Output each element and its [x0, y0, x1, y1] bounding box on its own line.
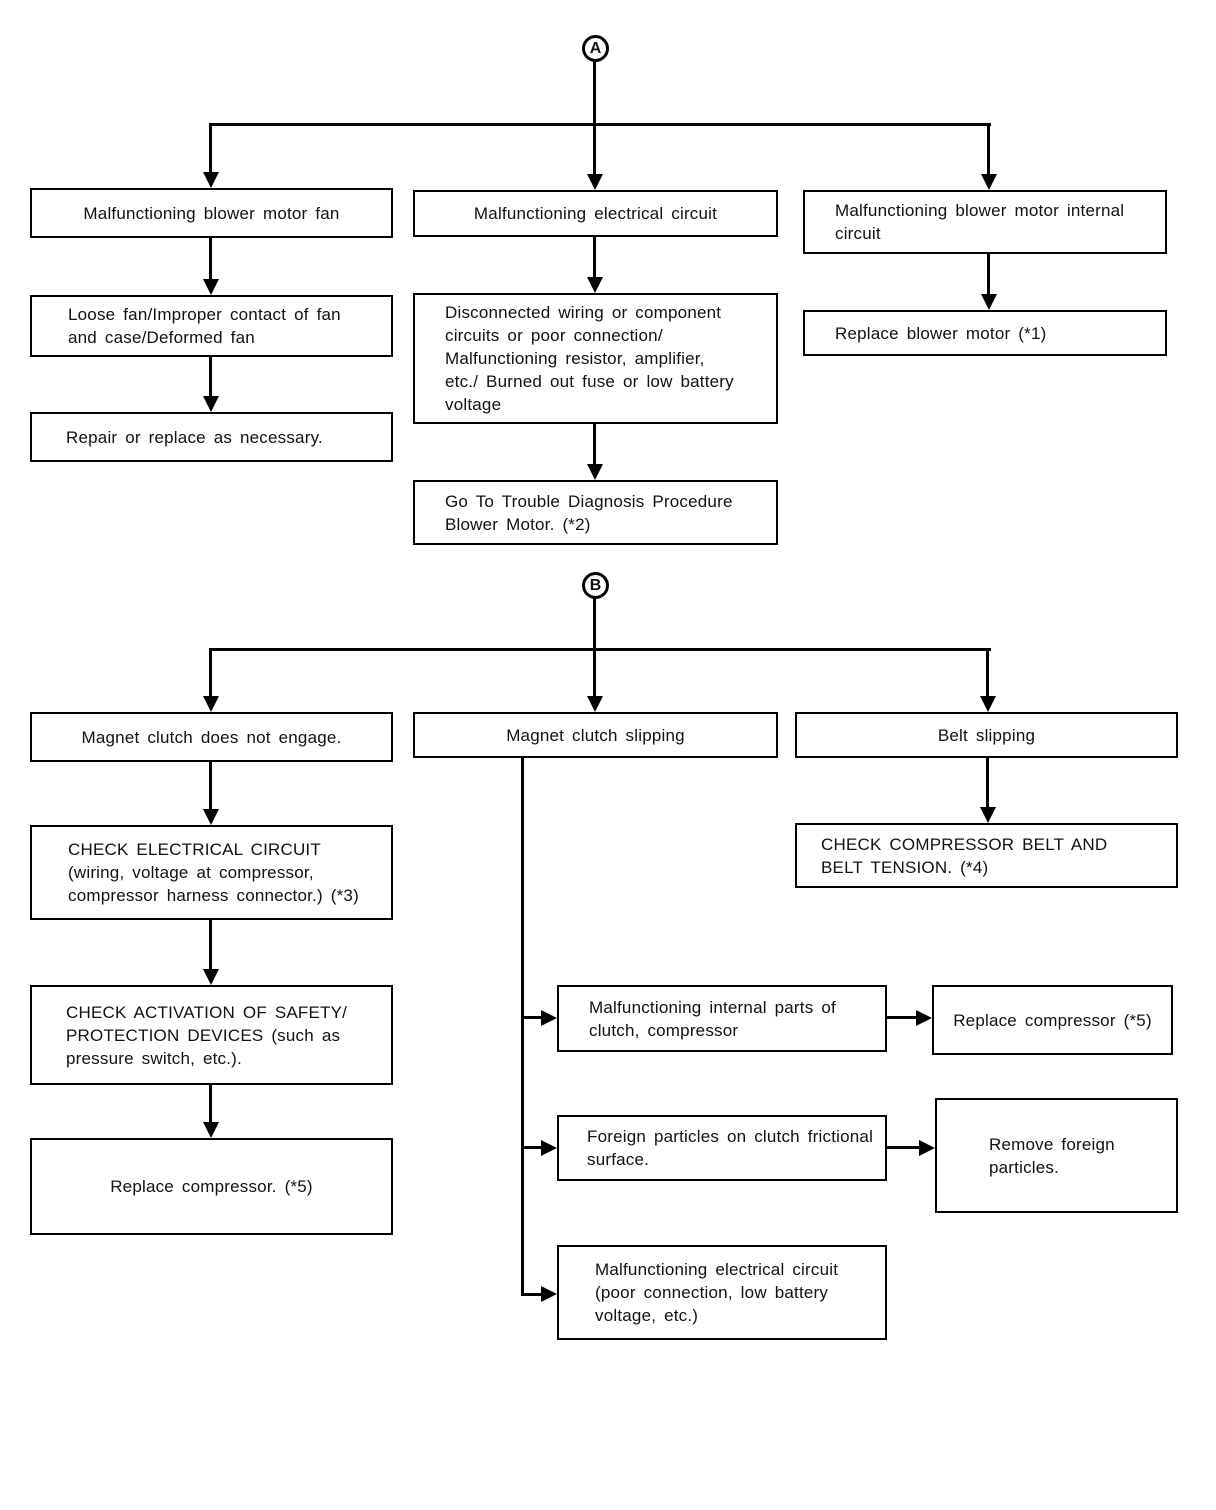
node-malfunctioning-electrical-circuit: Malfunctioning electrical circuit: [413, 190, 778, 237]
arrow-down: [980, 807, 996, 823]
connector-line: [210, 123, 991, 126]
connector-line: [593, 648, 596, 696]
connector-line: [987, 254, 990, 294]
arrow-down: [587, 277, 603, 293]
connector-line: [209, 920, 212, 969]
node-magnet-clutch-slipping: Magnet clutch slipping: [413, 712, 778, 758]
connector-line: [887, 1146, 919, 1149]
node-check-safety-devices: CHECK ACTIVATION OF SAFETY/ PROTECTION D…: [30, 985, 393, 1085]
connector-label-a: A: [582, 35, 609, 62]
arrow-right: [916, 1010, 932, 1026]
node-check-compressor-belt: CHECK COMPRESSOR BELT AND BELT TENSION. …: [795, 823, 1178, 888]
arrow-down: [980, 696, 996, 712]
node-internal-parts-clutch: Malfunctioning internal parts of clutch,…: [557, 985, 887, 1052]
arrow-down: [203, 279, 219, 295]
connector-line: [209, 123, 212, 172]
connector-line: [523, 1146, 541, 1149]
node-fan-cause: Loose fan/Improper contact of fan and ca…: [30, 295, 393, 357]
node-electrical-cause: Disconnected wiring or component circuit…: [413, 293, 778, 424]
connector-line: [209, 1085, 212, 1122]
connector-line: [593, 424, 596, 464]
node-magnet-clutch-not-engage: Magnet clutch does not engage.: [30, 712, 393, 762]
arrow-down: [203, 696, 219, 712]
node-remove-foreign-particles: Remove foreign particles.: [935, 1098, 1178, 1213]
node-malfunctioning-blower-fan: Malfunctioning blower motor fan: [30, 188, 393, 238]
arrow-down: [587, 464, 603, 480]
connector-line: [523, 1016, 541, 1019]
connector-line: [593, 598, 596, 648]
connector-line: [521, 758, 524, 1296]
arrow-down: [981, 174, 997, 190]
arrow-down: [203, 809, 219, 825]
node-go-to-trouble-diagnosis: Go To Trouble Diagnosis Procedure Blower…: [413, 480, 778, 545]
connector-line: [209, 357, 212, 396]
node-repair-or-replace: Repair or replace as necessary.: [30, 412, 393, 462]
arrow-right: [919, 1140, 935, 1156]
arrow-right: [541, 1140, 557, 1156]
connector-line: [887, 1016, 916, 1019]
node-blower-motor-internal-circuit: Malfunctioning blower motor internal cir…: [803, 190, 1167, 254]
connector-line: [593, 237, 596, 277]
arrow-down: [203, 172, 219, 188]
connector-label-b: B: [582, 572, 609, 599]
node-belt-slipping: Belt slipping: [795, 712, 1178, 758]
arrow-down: [203, 396, 219, 412]
node-replace-blower-motor: Replace blower motor (*1): [803, 310, 1167, 356]
arrow-right: [541, 1010, 557, 1026]
connector-line: [986, 758, 989, 807]
arrow-down: [203, 1122, 219, 1138]
node-electrical-circuit-cause: Malfunctioning electrical circuit (poor …: [557, 1245, 887, 1340]
node-replace-compressor-left: Replace compressor. (*5): [30, 1138, 393, 1235]
arrow-down: [587, 174, 603, 190]
node-replace-compressor-right: Replace compressor (*5): [932, 985, 1173, 1055]
arrow-down: [981, 294, 997, 310]
connector-line: [209, 762, 212, 809]
connector-line: [593, 123, 596, 174]
connector-line: [593, 61, 596, 123]
connector-line: [209, 238, 212, 279]
node-check-electrical-circuit: CHECK ELECTRICAL CIRCUIT (wiring, voltag…: [30, 825, 393, 920]
connector-line: [209, 648, 212, 696]
connector-line: [986, 648, 989, 696]
node-foreign-particles: Foreign particles on clutch frictional s…: [557, 1115, 887, 1181]
connector-line: [523, 1293, 541, 1296]
connector-line: [210, 648, 991, 651]
arrow-right: [541, 1286, 557, 1302]
arrow-down: [203, 969, 219, 985]
connector-line: [987, 123, 990, 174]
arrow-down: [587, 696, 603, 712]
